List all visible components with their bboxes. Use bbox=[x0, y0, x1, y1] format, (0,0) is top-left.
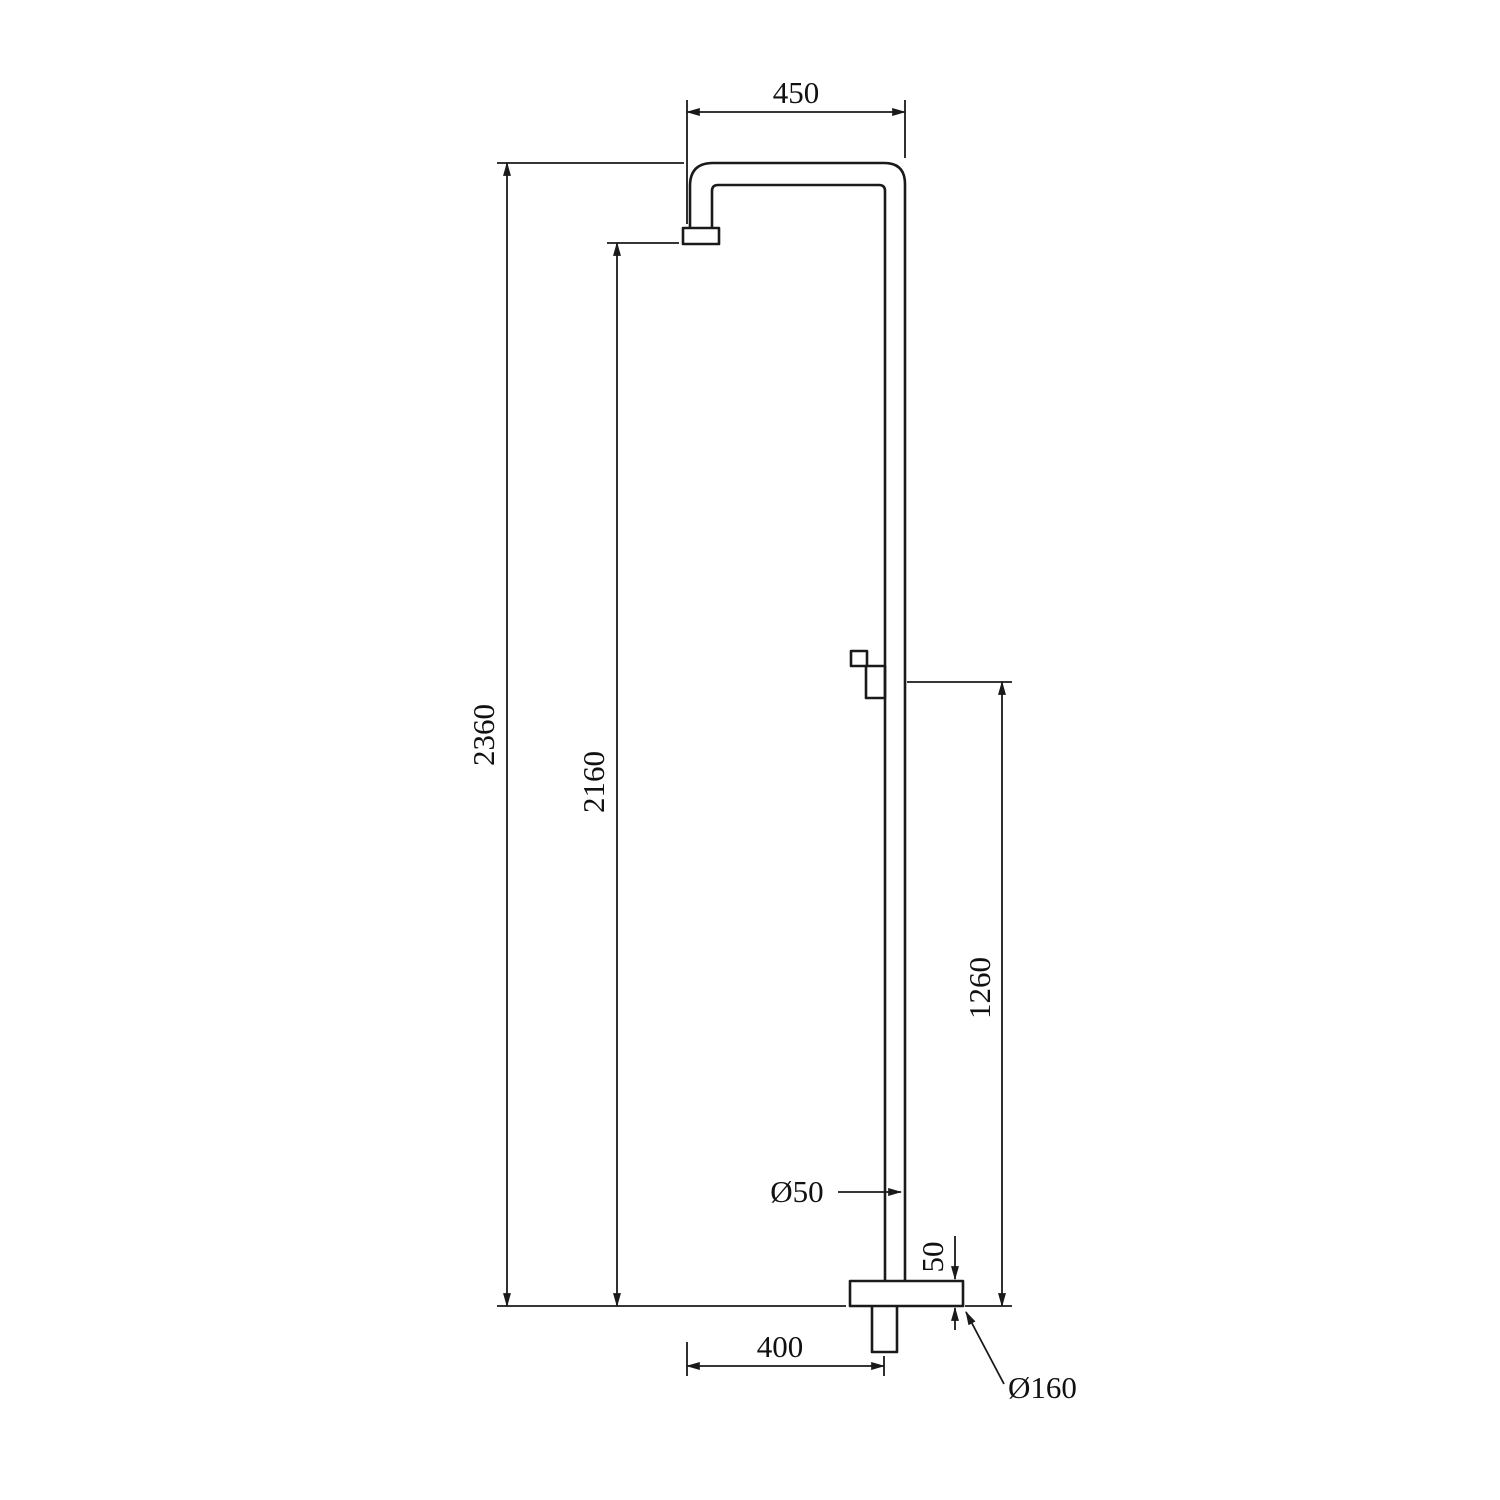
dim-dia160: Ø160 bbox=[965, 1310, 1077, 1405]
valve-handle bbox=[849, 649, 869, 668]
dim-400: 400 bbox=[685, 1329, 886, 1376]
dim-1260: 1260 bbox=[907, 680, 1012, 1308]
dim-450: 450 bbox=[685, 75, 907, 224]
shower-column-outline bbox=[681, 161, 965, 1354]
dim-label-450: 450 bbox=[773, 75, 820, 110]
dim-label-2360: 2360 bbox=[466, 704, 501, 766]
arm-and-riser-inner-line bbox=[710, 183, 887, 1281]
arm-and-riser-outer-line bbox=[688, 161, 907, 1281]
base-flange bbox=[848, 1279, 965, 1308]
shower-head bbox=[681, 226, 721, 246]
dim-label-50: 50 bbox=[915, 1242, 950, 1273]
dim-label-2160: 2160 bbox=[576, 751, 611, 813]
dim-label-1260: 1260 bbox=[962, 957, 997, 1019]
dim-dia160-leader bbox=[965, 1310, 1005, 1385]
dim-dia50: Ø50 bbox=[770, 1174, 903, 1209]
dim-label-400: 400 bbox=[757, 1329, 804, 1364]
dim-2160: 2160 bbox=[576, 241, 679, 1308]
dim-label-dia160: Ø160 bbox=[1008, 1370, 1077, 1405]
dim-50: 50 bbox=[915, 1236, 959, 1330]
base-stub bbox=[870, 1306, 899, 1354]
dim-label-dia50: Ø50 bbox=[770, 1174, 823, 1209]
dim-2360: 2360 bbox=[466, 161, 846, 1308]
valve-body bbox=[864, 664, 887, 700]
